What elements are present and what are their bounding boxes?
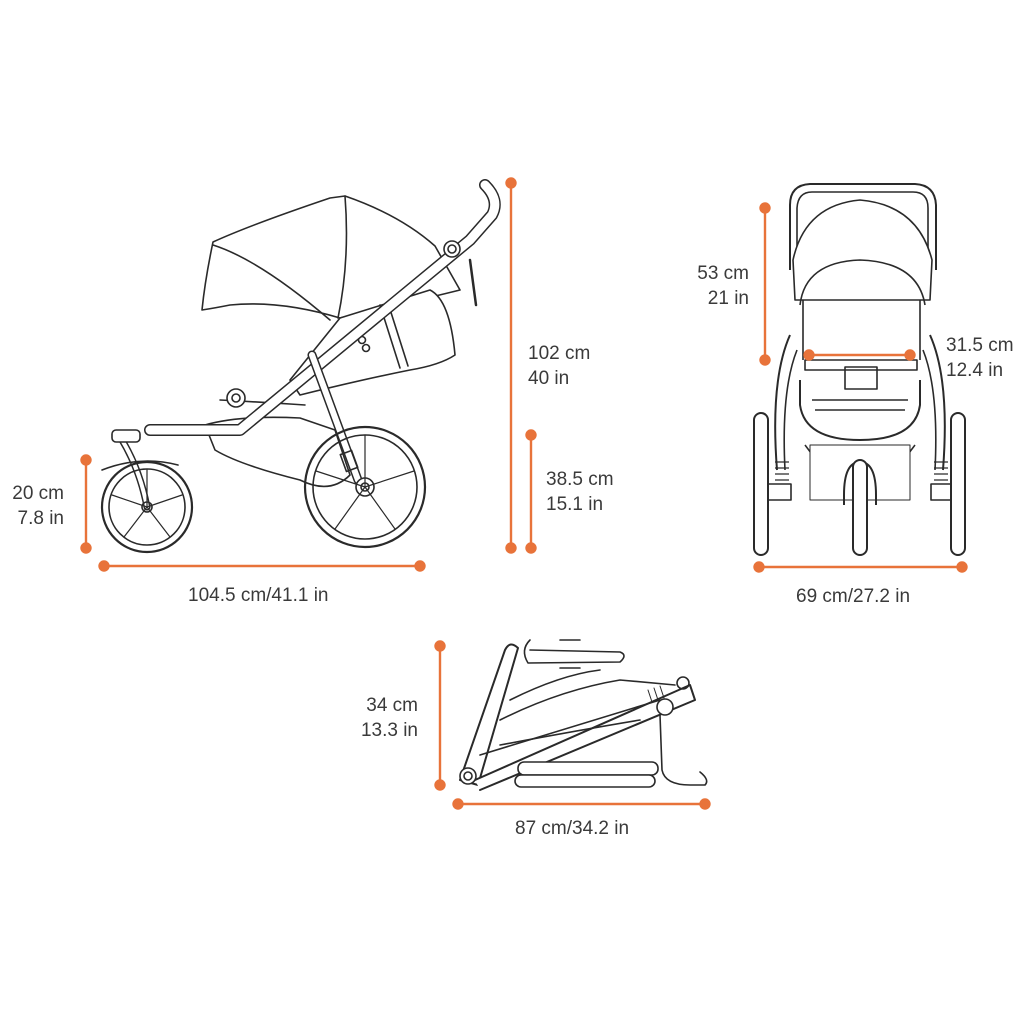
folded-length-label: 87 cm/34.2 in [515,818,630,839]
total-height-label: 102 cm 40 in [528,341,590,391]
side-view-stroller [100,179,501,554]
seat-width-cm: 31.5 cm [946,335,1014,356]
seat-width-in: 12.4 in [946,360,1004,381]
dimension-lines [80,177,968,810]
front-wheel-height-label: 20 cm 7.8 in [12,481,64,531]
total-height-cm: 102 cm [528,343,591,364]
folded-height-in: 13.3 in [360,720,418,741]
backrest-height-label: 53 cm 21 in [697,261,749,311]
front-view-stroller [753,183,966,556]
front-wheel-height-in: 7.8 in [17,508,64,529]
folded-height-cm: 34 cm [366,695,418,716]
total-height-in: 40 in [528,368,570,389]
seat-height-label: 38.5 cm 15.1 in [546,467,614,517]
backrest-height-cm: 53 cm [697,263,749,284]
front-width-label: 69 cm/27.2 in [796,586,911,607]
seat-width-label: 31.5 cm 12.4 in [946,333,1014,383]
front-wheel-height-cm: 20 cm [12,483,64,504]
seat-height-cm: 38.5 cm [546,469,614,490]
seat-height-in: 15.1 in [546,494,604,515]
backrest-height-in: 21 in [707,288,749,309]
folded-height-label: 34 cm 13.3 in [361,693,418,743]
folded-stroller [459,639,708,791]
side-length-label: 104.5 cm/41.1 in [188,585,329,606]
